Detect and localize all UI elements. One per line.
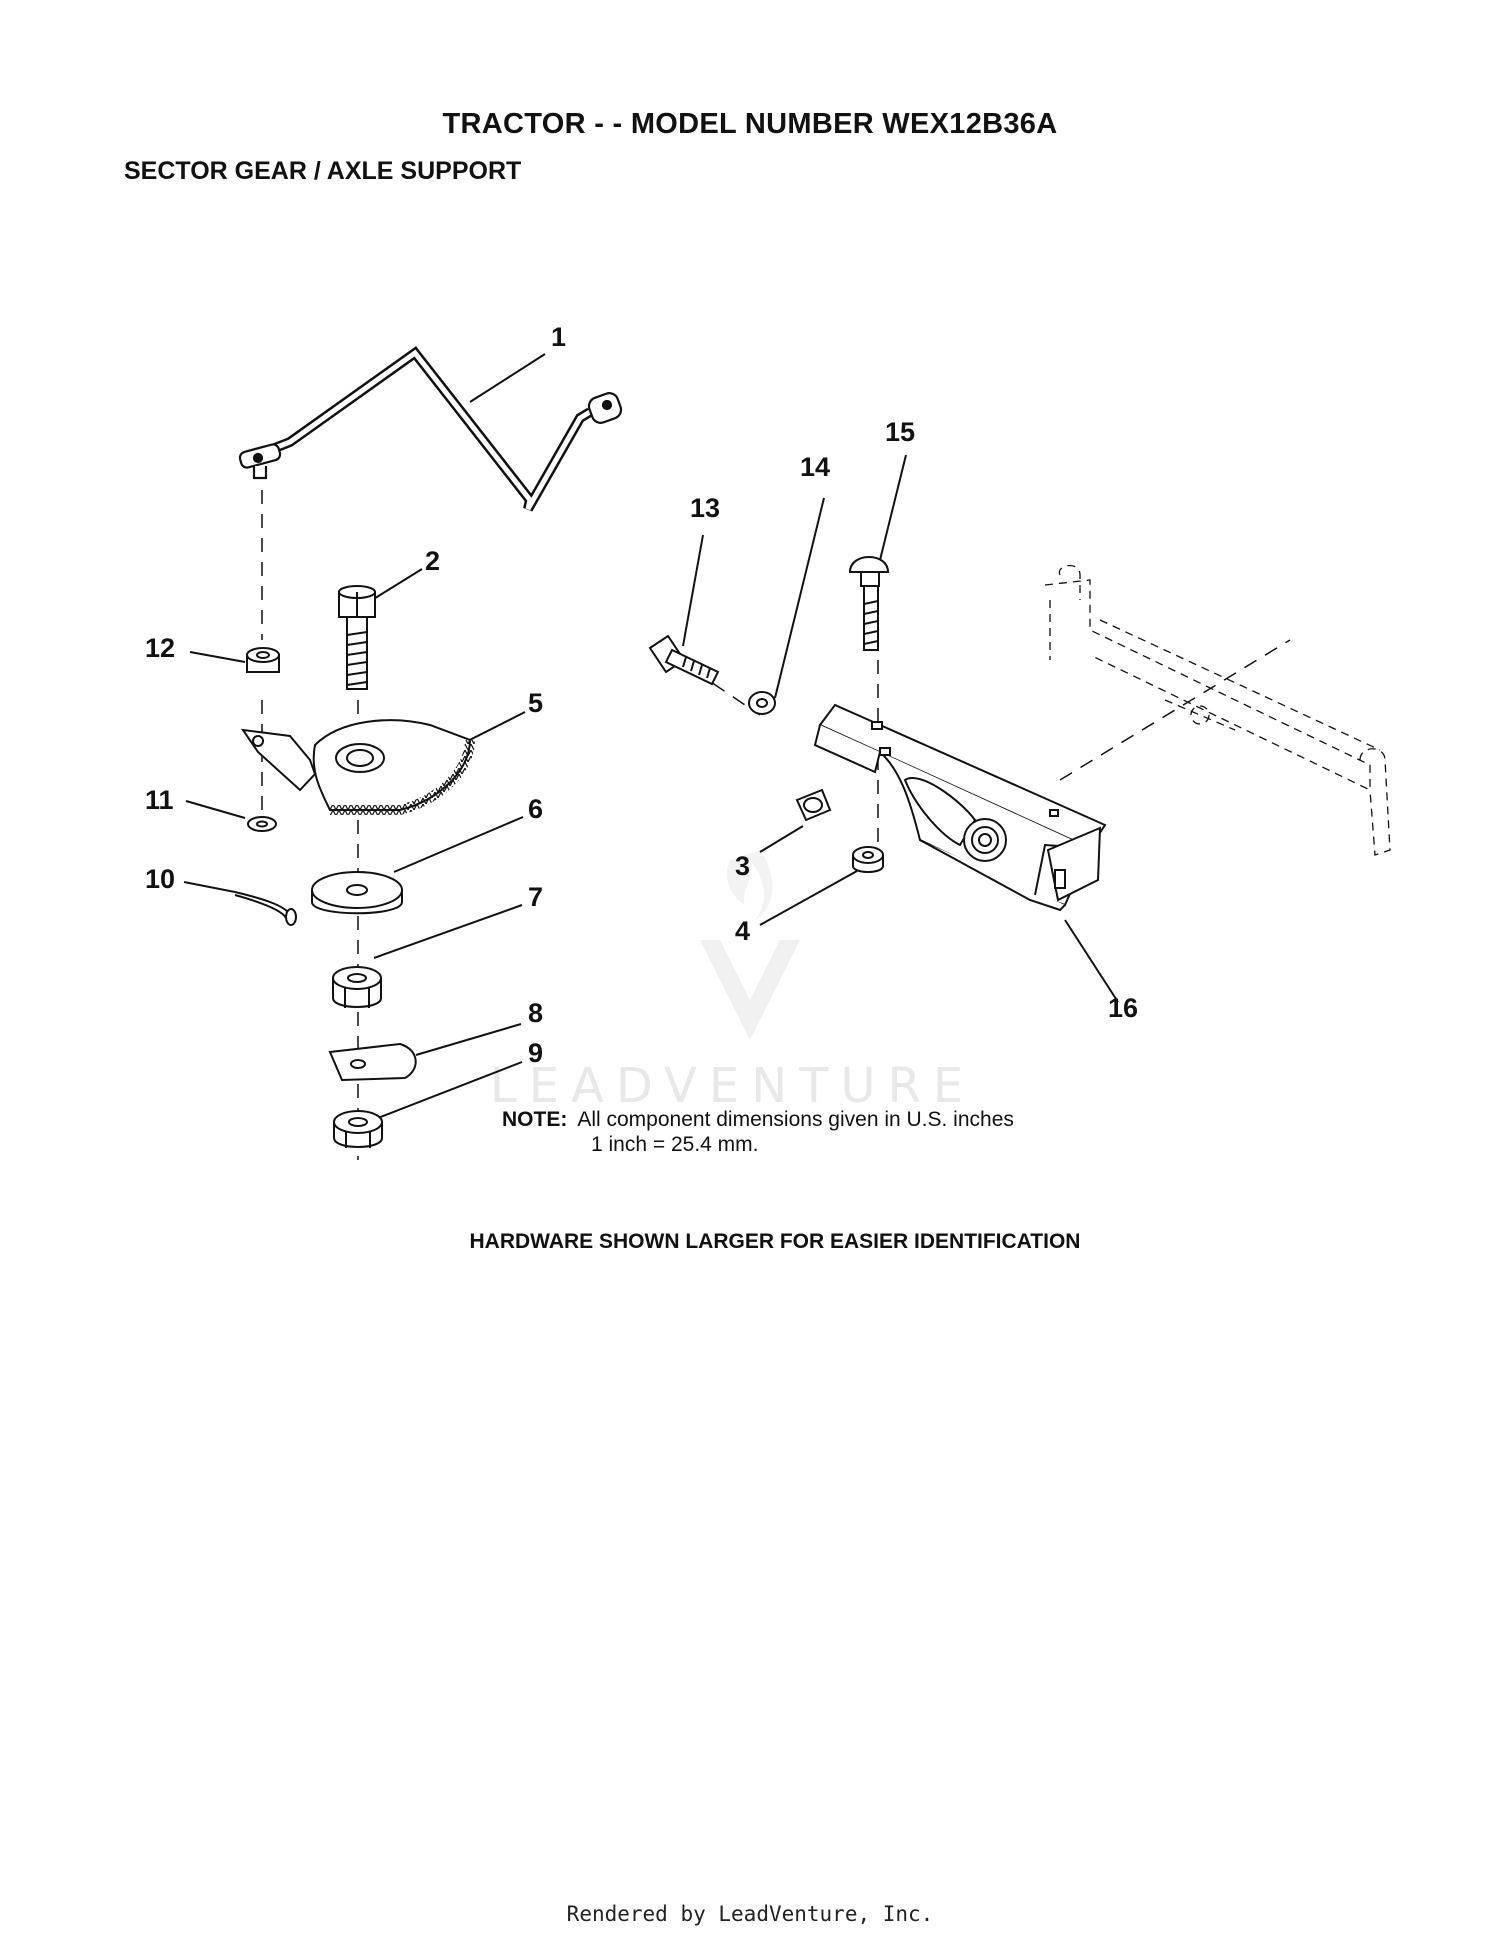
watermark-text: LEADVENTURE	[490, 1058, 976, 1114]
callout-2: 2	[425, 546, 441, 576]
callout-10: 10	[145, 864, 176, 894]
hardware-note: HARDWARE SHOWN LARGER FOR EASIER IDENTIF…	[469, 1230, 1081, 1253]
page-title: TRACTOR - - MODEL NUMBER WEX12B36A	[442, 108, 1058, 140]
steering-rod	[238, 346, 623, 512]
cotter-pin	[234, 891, 297, 926]
washer	[247, 816, 277, 832]
watermark-logo	[700, 850, 800, 1040]
washer	[311, 871, 403, 915]
nut	[795, 788, 832, 822]
section-title: SECTOR GEAR / AXLE SUPPORT	[124, 157, 522, 185]
callout-6: 6	[528, 794, 544, 824]
callout-7: 7	[528, 882, 544, 912]
washer	[748, 691, 776, 715]
nut	[246, 647, 280, 673]
callout-9: 9	[528, 1038, 544, 1068]
bolt	[648, 634, 720, 686]
footer-credit: Rendered by LeadVenture, Inc.	[566, 1902, 934, 1926]
dimension-note: NOTE: All component dimensions given in U…	[502, 1107, 1014, 1157]
carriage-bolt	[848, 556, 890, 651]
note-label: NOTE:	[502, 1108, 568, 1131]
note-line-2: 1 inch = 25.4 mm.	[591, 1133, 759, 1156]
callout-8: 8	[528, 998, 544, 1028]
callout-13: 13	[690, 493, 721, 523]
callout-15: 15	[885, 417, 916, 447]
note-line-1: All component dimensions given in U.S. i…	[577, 1108, 1014, 1131]
bolt	[338, 585, 376, 690]
callout-11: 11	[145, 785, 174, 815]
callout-12: 12	[145, 633, 176, 663]
callout-1: 1	[551, 322, 567, 352]
callout-3: 3	[735, 851, 751, 881]
axle-support	[813, 703, 1107, 912]
callout-5: 5	[528, 688, 544, 718]
phantom-axle	[1044, 564, 1391, 856]
nut	[852, 846, 884, 873]
callout-14: 14	[800, 452, 831, 482]
callout-16: 16	[1108, 993, 1139, 1023]
clip	[328, 1042, 417, 1082]
leader-lines	[183, 353, 1119, 1119]
callout-4: 4	[735, 916, 751, 946]
sector-gear	[240, 719, 475, 815]
nut	[333, 1110, 383, 1148]
nut	[332, 966, 382, 1008]
